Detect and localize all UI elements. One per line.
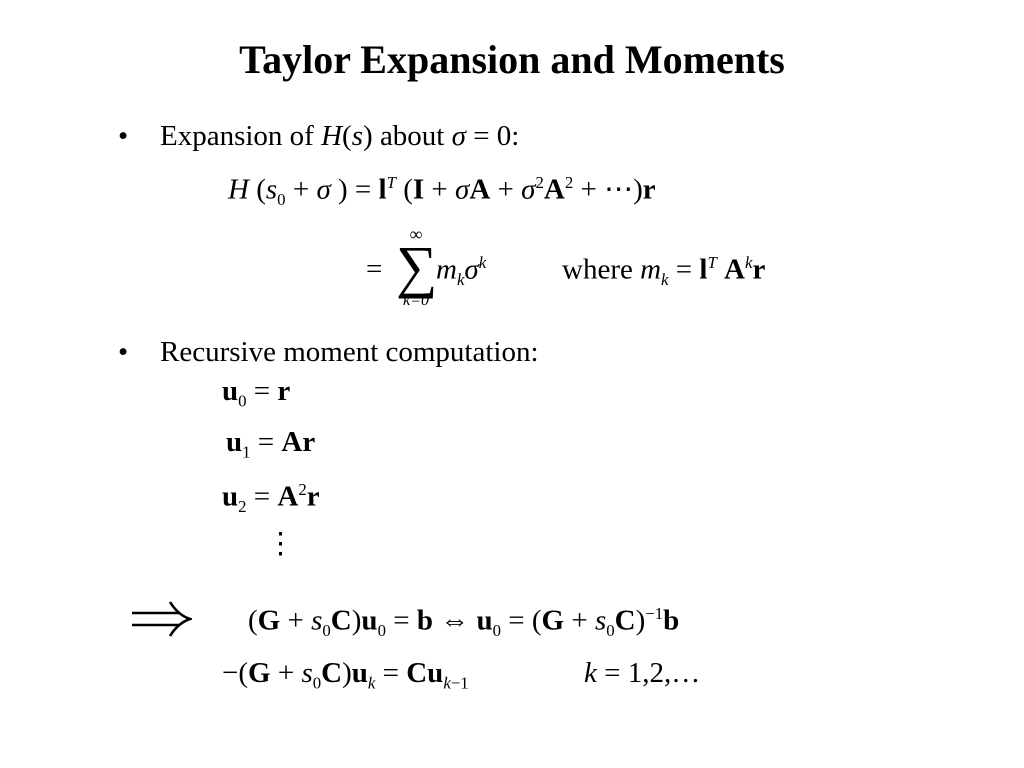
sum-lower-limit: k=0 <box>403 292 429 309</box>
H-symbol: H <box>321 120 343 152</box>
sum-upper-limit: ∞ <box>409 224 423 244</box>
equation-taylor-expansion: H (s0 + σ ) = lT (I + σA + σ2A2 + ⋯)r <box>228 173 656 209</box>
bullet-marker-1: • <box>118 120 129 152</box>
bullet-text-recursive: Recursive moment computation: <box>160 336 539 368</box>
equation-initial-solve: (G + s0C)u0 = b ⇔ u0 = (G + s0C)−1b <box>248 604 680 640</box>
sigma-symbol: σ <box>451 120 466 152</box>
equation-recursive-solve: −(G + s0C)uk = Cuk−1 <box>222 657 469 693</box>
bullet-tail: = 0: <box>465 120 520 152</box>
equation-k-range: k = 1,2,… <box>584 657 701 689</box>
sum-operator: ∞ ∑ k=0 <box>396 224 438 310</box>
implies-arrow-icon <box>130 598 195 645</box>
vertical-dots: ⋮ <box>266 528 295 560</box>
sum-sigma-glyph: ∑ <box>396 234 438 299</box>
where-label: where <box>562 253 633 286</box>
bullet-text-expansion: Expansion of H(s) about σ = 0: <box>160 120 520 152</box>
equation-moment-definition: where mk = lT Akr <box>562 253 766 289</box>
equation-equals-sign: = <box>366 253 383 285</box>
slide-title: Taylor Expansion and Moments <box>239 37 785 82</box>
bullet-lead: Expansion of <box>160 120 322 152</box>
s-symbol: s <box>351 120 364 152</box>
equation-moment-series: mkσk <box>436 253 487 289</box>
equation-u0: u0 = r <box>222 375 291 411</box>
equation-u1: u1 = Ar <box>226 426 316 462</box>
bullet-marker-2: • <box>118 336 129 368</box>
bullet-mid: about <box>372 120 452 152</box>
equation-u2: u2 = A2r <box>222 480 320 516</box>
